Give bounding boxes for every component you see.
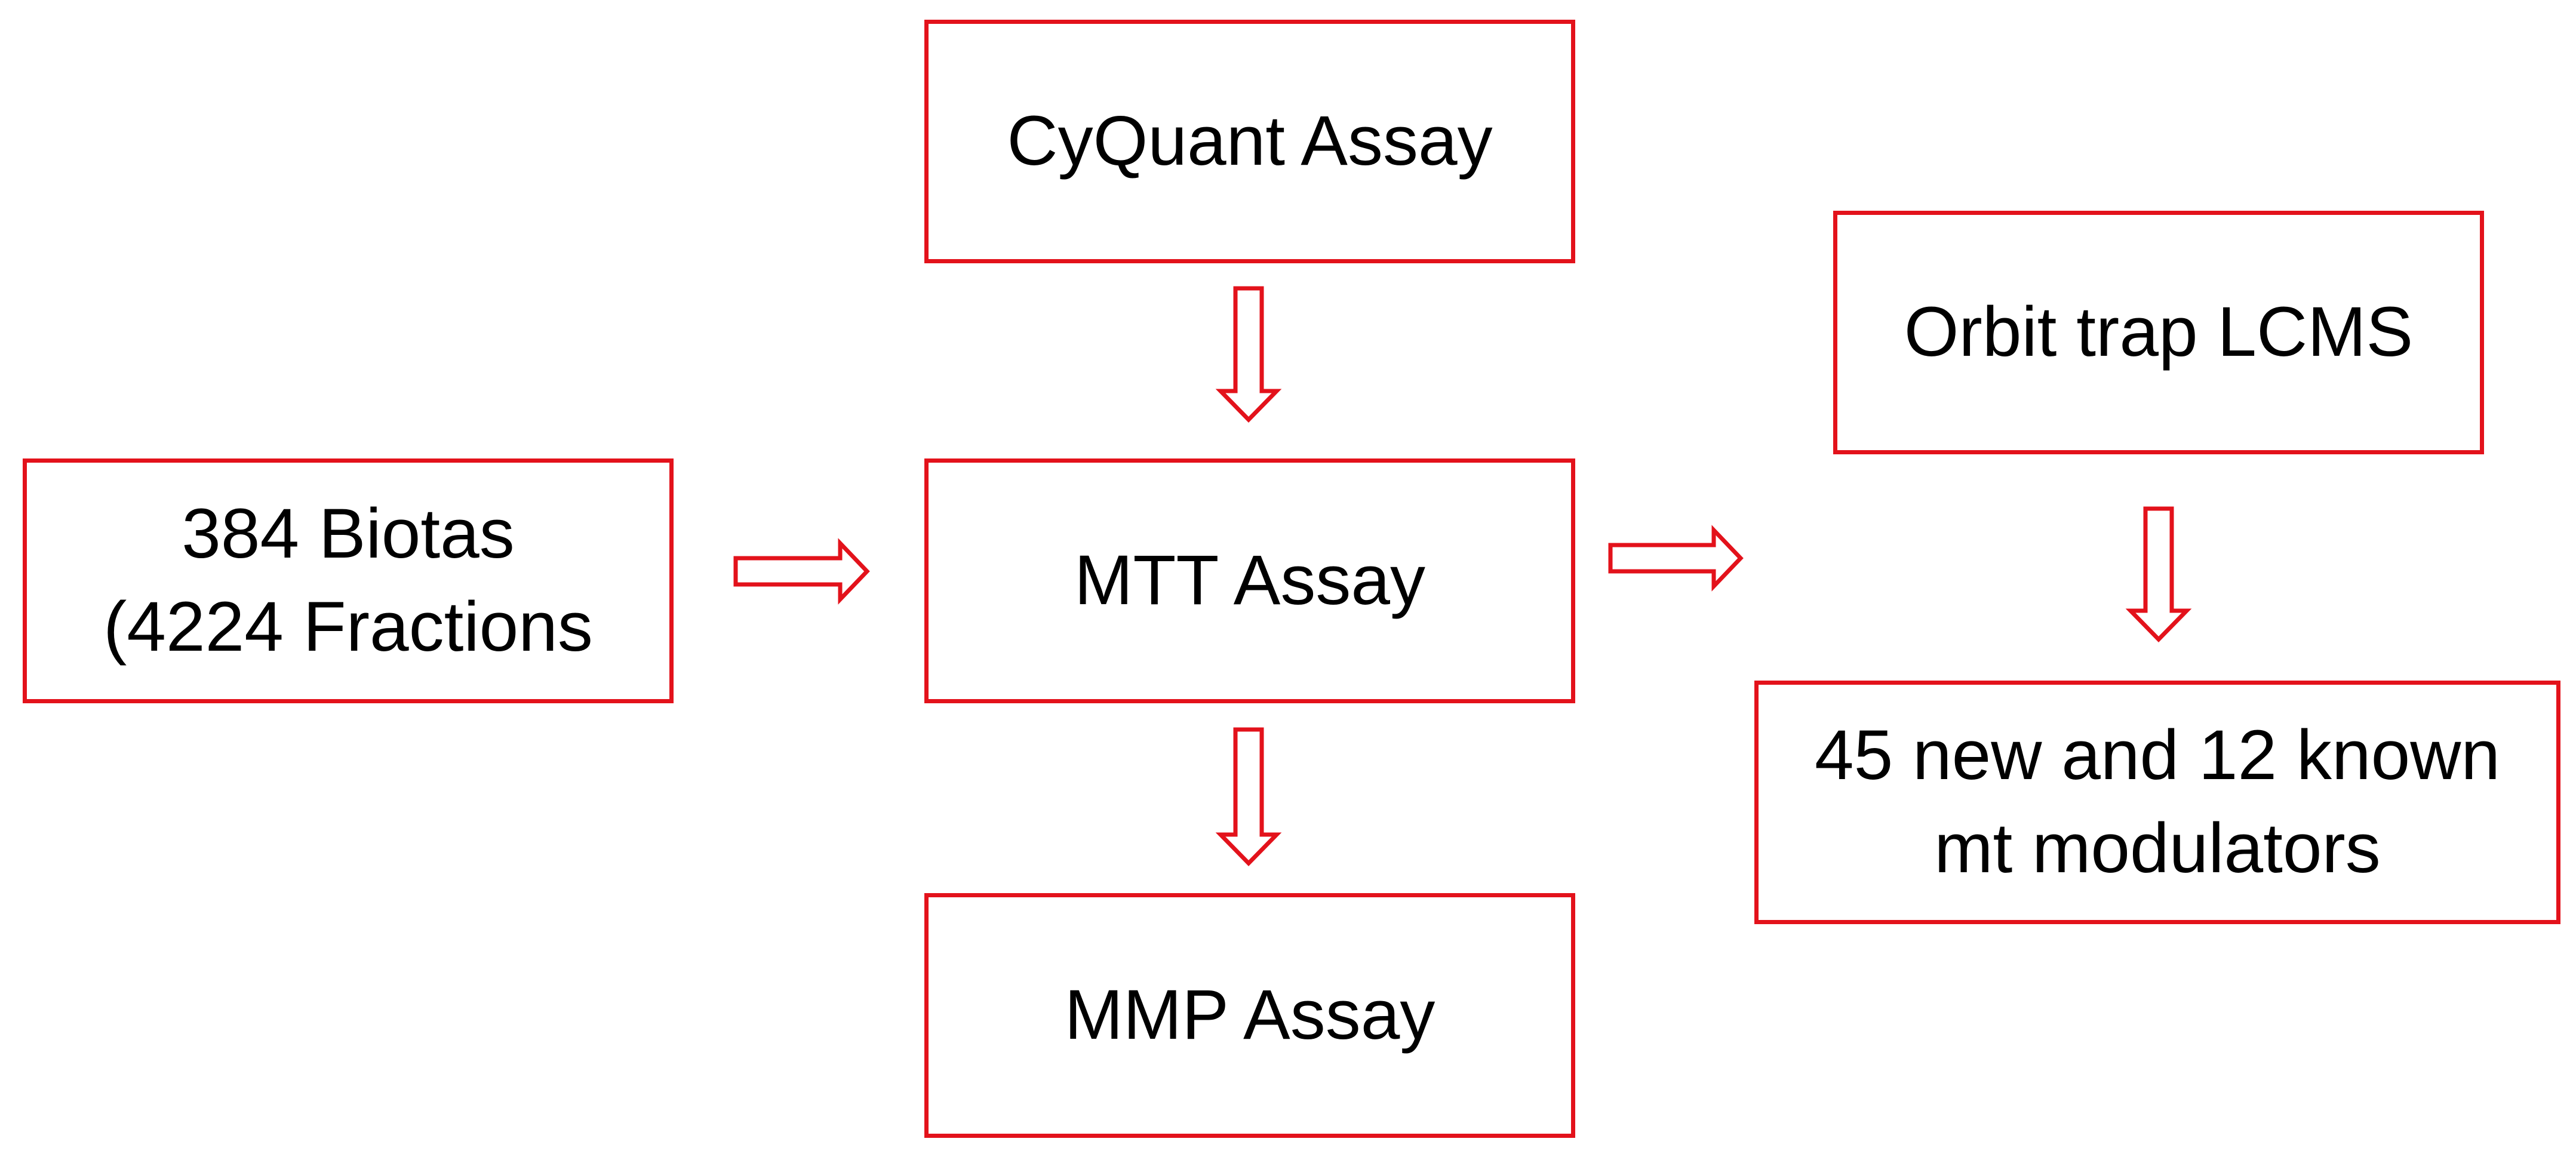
box-mmp-assay-label: MMP Assay: [1064, 975, 1435, 1055]
arrow-mtt-to-orbitrap: [1608, 525, 1744, 592]
box-mmp-assay: MMP Assay: [924, 893, 1575, 1138]
box-mtt-assay-label: MTT Assay: [1074, 541, 1425, 620]
box-orbitrap-lcms-label: Orbit trap LCMS: [1904, 293, 2414, 372]
arrow-cyquant-to-mtt: [1215, 286, 1282, 423]
arrow-orbitrap-to-modulators: [2125, 506, 2192, 643]
box-mt-modulators-line1: 45 new and 12 known: [1814, 716, 2501, 795]
arrow-biotas-to-mtt: [733, 538, 870, 605]
box-orbitrap-lcms: Orbit trap LCMS: [1833, 211, 2484, 454]
box-384-biotas-line1: 384 Biotas: [182, 494, 515, 574]
box-mt-modulators-line2: mt modulators: [1934, 809, 2381, 888]
box-mtt-assay: MTT Assay: [924, 458, 1575, 703]
arrow-mtt-to-mmp: [1215, 727, 1282, 867]
box-mt-modulators: 45 new and 12 known mt modulators: [1754, 681, 2560, 924]
box-384-biotas-line2: (4224 Fractions: [103, 587, 593, 666]
box-cyquant-assay-label: CyQuant Assay: [1007, 101, 1493, 181]
box-384-biotas: 384 Biotas (4224 Fractions: [23, 458, 674, 703]
box-cyquant-assay: CyQuant Assay: [924, 20, 1575, 263]
